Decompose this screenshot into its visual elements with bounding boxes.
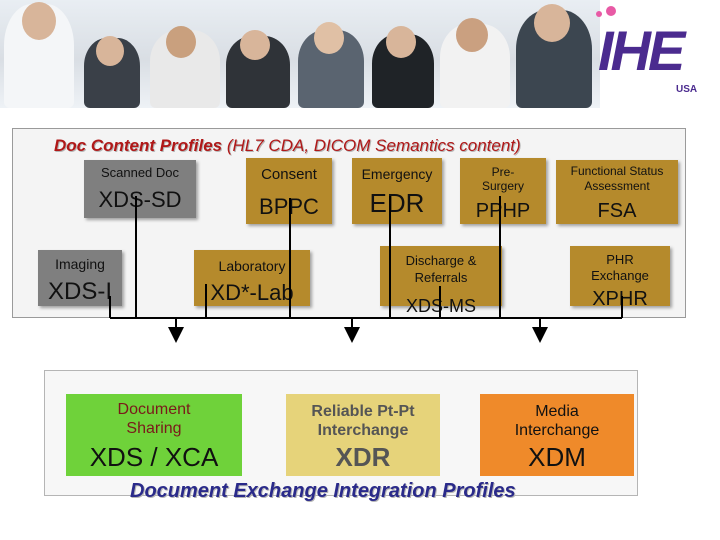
profile-big-label: PPHP — [460, 200, 546, 223]
profile-small-label: Scanned Doc — [84, 165, 196, 180]
profile-big-label: BPPC — [246, 194, 332, 220]
exchange-big-label: XDM — [480, 442, 634, 473]
title-main: Doc Content Profiles — [54, 136, 222, 155]
exchange-big-label: XDS / XCA — [66, 442, 242, 473]
title-paren: (HL7 CDA, DICOM Semantics content) — [227, 136, 521, 155]
profile-small-label: PHR Exchange — [570, 252, 670, 284]
person-head — [386, 26, 416, 58]
person-head — [166, 26, 196, 58]
logo-dot — [606, 6, 616, 16]
profile-box-phr-exchange: PHR Exchange XPHR — [570, 246, 670, 306]
person-head — [314, 22, 344, 54]
profile-box-imaging: Imaging XDS-I — [38, 250, 122, 306]
header-photo — [0, 0, 600, 108]
exchange-small-label: Media Interchange — [480, 402, 634, 440]
profile-box-functional-status: Functional Status Assessment FSA — [556, 160, 678, 224]
exchange-small-label: Document Sharing — [66, 400, 242, 438]
profile-box-pre-surgery: Pre- Surgery PPHP — [460, 158, 546, 224]
exchange-small-label: Reliable Pt-Pt Interchange — [286, 402, 440, 440]
profile-box-laboratory: Laboratory XD*-Lab — [194, 250, 310, 306]
profile-big-label: XDS-MS — [380, 296, 502, 317]
person-head — [22, 2, 56, 40]
profile-small-label: Discharge & Referrals — [380, 252, 502, 286]
profile-box-emergency: Emergency EDR — [352, 158, 442, 224]
profile-box-scanned-doc: Scanned Doc XDS-SD — [84, 160, 196, 218]
logo-subtext: USA — [676, 84, 697, 95]
content-profiles-title: Doc Content Profiles (HL7 CDA, DICOM Sem… — [54, 136, 521, 156]
profile-box-discharge: Discharge & Referrals XDS-MS — [380, 246, 502, 306]
profile-small-label: Imaging — [38, 256, 122, 272]
person-head — [96, 36, 124, 66]
profile-big-label: XDS-SD — [84, 187, 196, 213]
profile-small-label: Emergency — [352, 166, 442, 182]
profile-big-label: EDR — [352, 188, 442, 219]
exchange-box-media-interchange: Media Interchange XDM — [480, 394, 634, 476]
ihe-logo: IHE USA — [592, 0, 720, 108]
profile-small-label: Functional Status Assessment — [556, 164, 678, 194]
profile-small-label: Laboratory — [194, 258, 310, 274]
profile-small-label: Pre- Surgery — [460, 165, 546, 193]
exchange-profiles-title: Document Exchange Integration Profiles — [130, 480, 516, 503]
profile-small-label: Consent — [246, 166, 332, 183]
profile-big-label: FSA — [556, 200, 678, 223]
profile-big-label: XDS-I — [38, 278, 122, 306]
person-head — [534, 4, 570, 42]
logo-dot — [596, 11, 602, 17]
exchange-box-reliable-interchange: Reliable Pt-Pt Interchange XDR — [286, 394, 440, 476]
exchange-big-label: XDR — [286, 442, 440, 473]
logo-text: IHE — [598, 18, 682, 83]
exchange-box-document-sharing: Document Sharing XDS / XCA — [66, 394, 242, 476]
profile-big-label: XPHR — [570, 288, 670, 311]
person-head — [456, 18, 488, 52]
profile-big-label: XD*-Lab — [194, 280, 310, 306]
person-head — [240, 30, 270, 60]
profile-box-consent: Consent BPPC — [246, 158, 332, 224]
